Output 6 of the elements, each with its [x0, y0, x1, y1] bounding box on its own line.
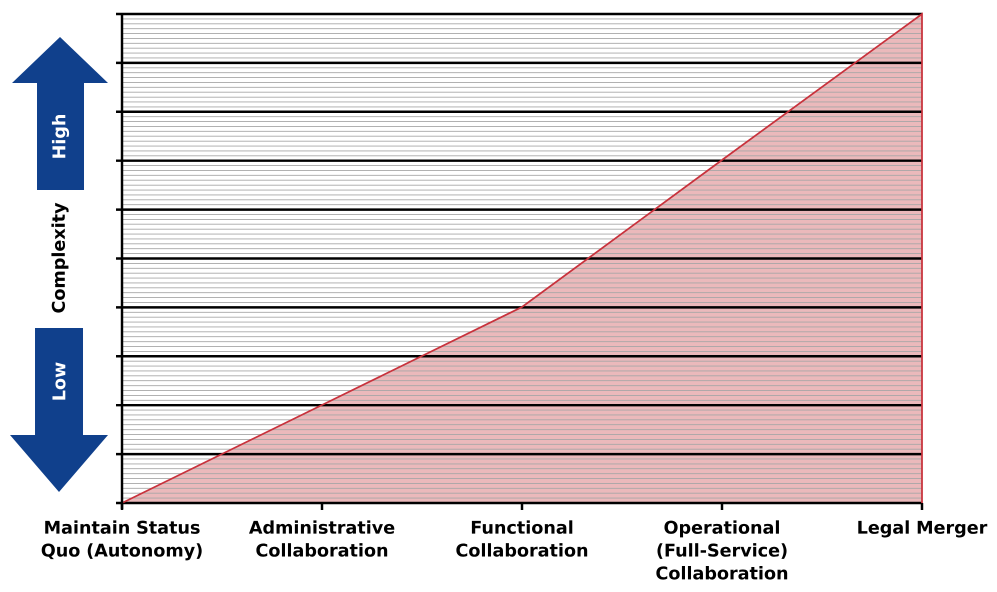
category-label: Maintain Status Quo (Autonomy)	[42, 520, 202, 560]
category-label: Functional Collaboration	[456, 520, 588, 557]
category-label: Operational (Full-Service) Collaboration	[656, 520, 788, 580]
axis-label: Complexity	[51, 202, 69, 313]
category-label: Legal Merger	[858, 520, 988, 538]
category-label: Administrative Collaboration	[248, 520, 394, 557]
